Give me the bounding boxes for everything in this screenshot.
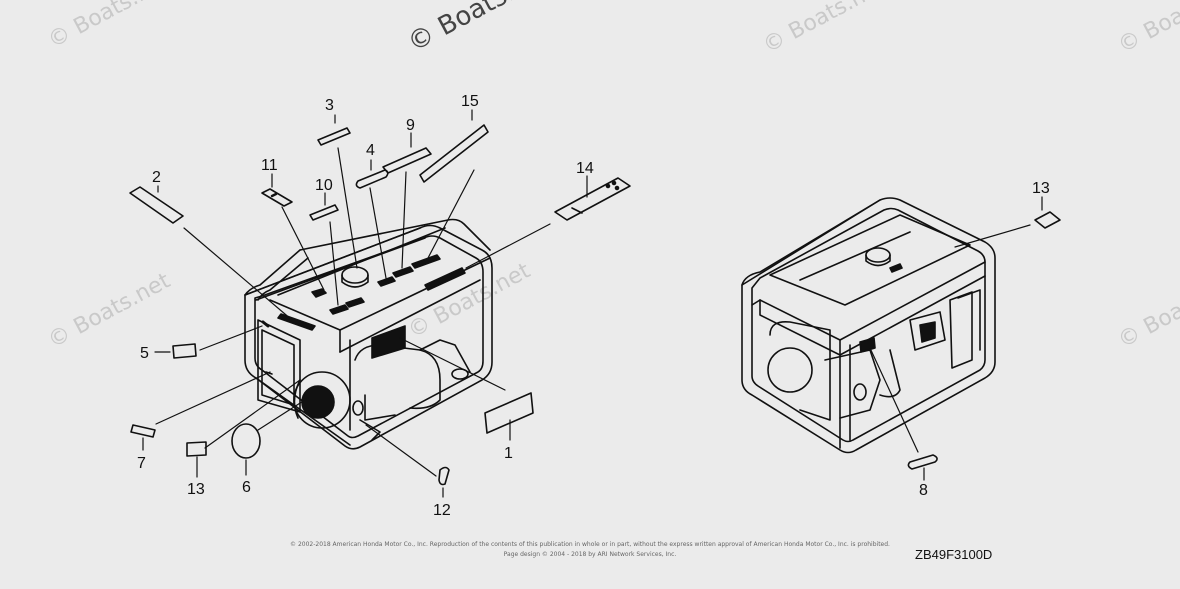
callout-10: 10 (315, 177, 333, 194)
decal-parts (129, 124, 1061, 486)
diagram-code: ZB49F3100D (915, 547, 993, 562)
callout-8: 8 (919, 482, 928, 499)
callout-12: 12 (433, 502, 451, 519)
callout-13-right: 13 (1032, 180, 1050, 197)
copyright-notice: © 2002-2018 American Honda Motor Co., In… (290, 541, 890, 548)
callout-6: 6 (242, 479, 251, 496)
callout-14: 14 (576, 160, 594, 177)
generator-rear-view (741, 197, 996, 454)
callout-9: 9 (406, 117, 415, 134)
page-design-notice: Page design © 2004 - 2018 by ARI Network… (503, 551, 677, 558)
callout-11: 11 (261, 157, 278, 174)
generator-front-view (244, 218, 493, 450)
callout-15: 15 (461, 93, 479, 110)
callout-3: 3 (325, 97, 334, 114)
callout-numbers: 1 2 3 4 5 6 7 8 9 10 11 12 13 13 14 15 (137, 93, 1050, 519)
callout-2: 2 (152, 169, 161, 186)
leader-lines (142, 109, 1043, 498)
callout-5: 5 (140, 345, 149, 362)
callout-7: 7 (137, 455, 146, 472)
callout-1: 1 (504, 445, 513, 462)
callout-13: 13 (187, 481, 205, 498)
callout-4: 4 (366, 142, 375, 159)
